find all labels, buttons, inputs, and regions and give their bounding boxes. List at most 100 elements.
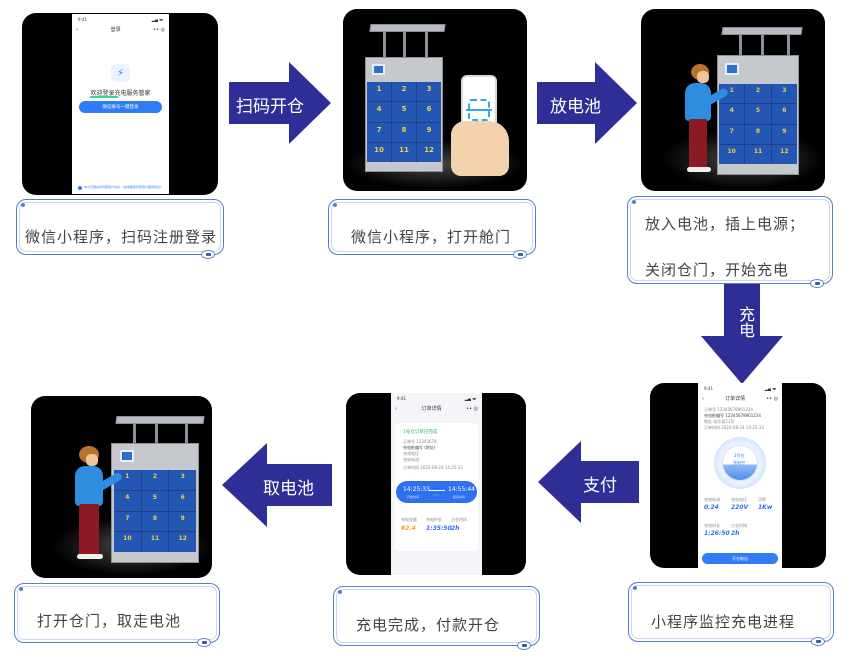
cabinet-pole bbox=[425, 32, 428, 57]
nav-title: 登录 bbox=[110, 27, 121, 33]
caption-text: 微信小程序，扫码注册登录 bbox=[25, 228, 218, 246]
stat-value: 2h bbox=[731, 530, 740, 537]
cabinet-door: 5 bbox=[141, 490, 169, 511]
step-1-caption: 微信小程序，扫码注册登录 bbox=[16, 199, 224, 259]
caption-text-line-2: 关闭仓门，开始充电 bbox=[645, 261, 790, 279]
signal-icon: ▂▄ ▬ bbox=[764, 386, 776, 391]
cabinet-door: 9 bbox=[771, 124, 797, 144]
cabinet-door: 5 bbox=[392, 102, 416, 122]
cabinet-door: 3 bbox=[417, 82, 441, 102]
nav-bar: ‹ 登录 •• ◎ bbox=[76, 26, 165, 34]
monitor-phone-screen: 9:41 ▂▄ ▬ ‹ 订单详情 •• ◎ 订单号 12345678901234 充电… bbox=[698, 383, 782, 568]
cabinet-pole bbox=[133, 424, 136, 444]
status-time: 9:41 bbox=[397, 396, 406, 401]
cabinet-door: 3 bbox=[169, 470, 196, 490]
info-line: 充电桩编号 12345678901234 bbox=[704, 413, 761, 418]
cabinet-door: 8 bbox=[141, 511, 169, 532]
nav-title: 订单详情 bbox=[725, 396, 746, 402]
back-icon[interactable]: ‹ bbox=[395, 405, 397, 412]
cabinet-door: 9 bbox=[417, 122, 441, 142]
cabinet-door: 7 bbox=[114, 511, 141, 532]
arrow-left-shape bbox=[222, 443, 332, 527]
stat-label: 占仓时间 bbox=[451, 517, 467, 522]
info-line: 充电桩编号 (地址) bbox=[403, 445, 436, 450]
back-icon[interactable]: ‹ bbox=[76, 26, 78, 33]
person-legs bbox=[79, 504, 99, 556]
arrow-label: 取电池 bbox=[263, 479, 314, 499]
cabinet-door: 7 bbox=[719, 124, 745, 144]
stat-label: 充电金额 bbox=[401, 517, 417, 522]
signal-icon: ▂▄ ▬ bbox=[464, 396, 476, 401]
signal-icon: ▂▄ ▬ bbox=[151, 17, 163, 22]
payment-phone-screen: 9:41▂▄ ▬ ‹订单详情•• ◎ 1号仓订单已完成 订单号 12345678… bbox=[391, 393, 482, 575]
status-bar: 9:41 ▂▄ ▬ bbox=[397, 396, 476, 401]
info-line: 订单时间 2022-08-24 14:25:33 bbox=[403, 465, 463, 470]
agreement-checkbox[interactable] bbox=[78, 186, 82, 190]
person-shoes bbox=[687, 167, 711, 172]
info-line: 充电电压 bbox=[403, 451, 419, 456]
arrow-right-shape bbox=[229, 62, 331, 144]
start-time-label: 开始时间 bbox=[407, 495, 420, 499]
caption-corner-dot bbox=[19, 587, 23, 591]
cabinet-pole bbox=[403, 32, 406, 57]
capsule-menu-icon[interactable]: •• ◎ bbox=[466, 405, 478, 412]
agreement-text[interactable]: 本人已阅读并同意用户协议 《充电服务管家用户服务协议》 bbox=[84, 185, 163, 189]
status-time: 9:41 bbox=[78, 17, 87, 22]
arrow-label: 扫码开仓 bbox=[236, 97, 304, 117]
duration-tag: 30m bbox=[433, 493, 440, 497]
stat-value: 1:35:50 bbox=[426, 525, 452, 532]
info-line: 订单号 12345678901234 bbox=[704, 407, 753, 412]
capsule-menu-icon[interactable]: •• ◎ bbox=[153, 26, 165, 33]
wechat-login-button[interactable]: 微信账号一键登录 bbox=[79, 101, 162, 113]
cabinet-door: 4 bbox=[114, 490, 141, 511]
cabinet-door: 4 bbox=[719, 104, 745, 124]
time-range-pill bbox=[396, 481, 477, 503]
gauge-bay-label: 2号仓 bbox=[734, 453, 745, 458]
stat-label: 充电电压 bbox=[731, 497, 747, 502]
stat-label: 充电时长 bbox=[426, 517, 442, 522]
cabinet-door: 11 bbox=[141, 532, 169, 552]
back-icon[interactable]: ‹ bbox=[702, 395, 704, 402]
step-2-caption: 微信小程序，打开舱门 bbox=[328, 199, 536, 259]
cabinet-door: 2 bbox=[745, 84, 771, 104]
login-phone-screen: 9:41▂▄ ▬ ‹登录•• ◎ ⚡ 欢迎登录充电服务管家 微信账号一键登录 本… bbox=[72, 14, 169, 194]
person-face bbox=[86, 454, 98, 466]
stat-value: 2h bbox=[451, 525, 460, 532]
status-time: 9:41 bbox=[704, 386, 713, 391]
caption-corner-dot bbox=[632, 200, 636, 204]
arrow-scan-open: 扫码开仓 bbox=[229, 62, 331, 144]
cabinet-door: 2 bbox=[392, 82, 416, 102]
arrow-left-shape bbox=[538, 441, 639, 523]
cabinet-door: 10 bbox=[114, 532, 141, 552]
stat-value: ¥2.4 bbox=[401, 525, 416, 532]
open-bay-button[interactable]: 开仓取出 bbox=[702, 553, 778, 564]
step-1-screenshot-panel: 9:41▂▄ ▬ ‹登录•• ◎ ⚡ 欢迎登录充电服务管家 微信账号一键登录 本… bbox=[22, 13, 218, 195]
step-6-caption: 打开仓门，取走电池 bbox=[14, 583, 220, 647]
person-legs bbox=[689, 119, 707, 169]
info-line: 订单号 12345678 bbox=[403, 439, 437, 444]
arrow-label: 充电 bbox=[736, 306, 755, 338]
step-5-screenshot-panel: 9:41▂▄ ▬ ‹订单详情•• ◎ 1号仓订单已完成 订单号 12345678… bbox=[346, 393, 526, 575]
status-bar: 9:41 ▂▄ ▬ bbox=[704, 386, 776, 391]
cabinet-door: 7 bbox=[367, 122, 391, 142]
caption-handle-icon bbox=[811, 637, 825, 646]
caption-corner-dot bbox=[338, 590, 342, 594]
cabinet-door: 11 bbox=[392, 142, 416, 162]
step-5-caption: 充电完成，付款开仓 bbox=[333, 586, 540, 650]
cabinet-door: 4 bbox=[367, 102, 391, 122]
capsule-menu-icon[interactable]: •• ◎ bbox=[766, 395, 778, 402]
arrow-label: 支付 bbox=[583, 476, 617, 496]
person-face bbox=[697, 71, 709, 83]
arrow-charge: 充电 bbox=[701, 284, 783, 384]
cabinet-pole bbox=[185, 424, 188, 444]
cabinet-door: 6 bbox=[417, 102, 441, 122]
order-status-title: 1号仓订单已完成 bbox=[403, 430, 438, 435]
step-4-screenshot-panel: 9:41 ▂▄ ▬ ‹ 订单详情 •• ◎ 订单号 12345678901234 充电… bbox=[650, 383, 826, 568]
stat-label: 占仓时间 bbox=[731, 523, 747, 528]
info-line: 充电电流 bbox=[403, 457, 419, 462]
